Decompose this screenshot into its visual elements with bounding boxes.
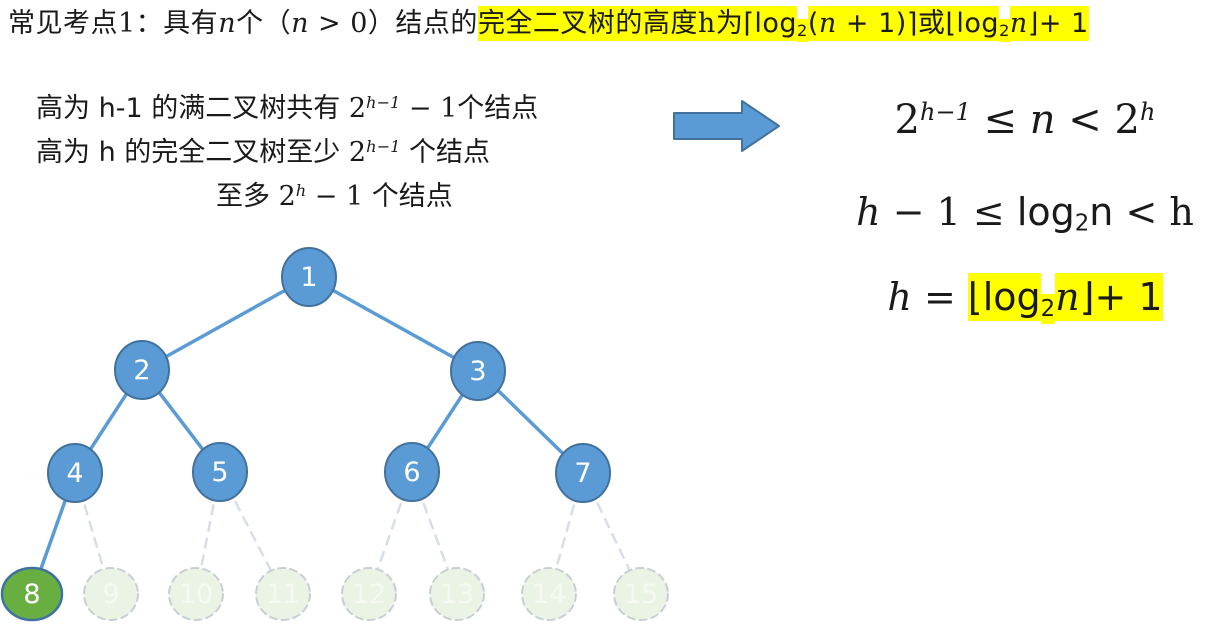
svg-text:9: 9 [102,579,119,610]
svg-text:8: 8 [23,579,40,610]
svg-text:5: 5 [211,457,228,488]
tree-node-15: 15 [613,567,669,621]
tree-node-11: 11 [255,567,311,621]
tree-node-7: 7 [555,443,611,503]
svg-text:4: 4 [66,458,83,489]
formula-height-result: h = ⌊log2n⌋+ 1 [887,273,1163,324]
tree-edge-1-2 [141,275,310,372]
svg-text:12: 12 [352,579,386,610]
svg-text:6: 6 [403,457,420,488]
arrow-right-icon [672,98,782,154]
headline-exam-point: 常见考点1：具有n个（n > 0）结点的完全二叉树的高度h为⌈log2(n + … [8,6,1089,43]
note-complete-tree-max: 至多 2h − 1 个结点 [216,180,453,212]
svg-text:7: 7 [574,458,591,489]
tree-node-5: 5 [192,442,248,502]
tree-node-8: 8 [0,566,64,622]
tree-node-6: 6 [384,442,440,502]
note-complete-tree-min: 高为 h 的完全二叉树至少 2h−1 个结点 [36,136,490,168]
svg-text:15: 15 [624,579,658,610]
svg-text:10: 10 [179,579,213,610]
svg-text:3: 3 [469,356,486,387]
tree-node-2: 2 [114,340,170,400]
tree-node-9: 9 [83,567,139,621]
tree-node-3: 3 [450,341,506,401]
tree-edge-1-3 [308,275,479,373]
tree-node-13: 13 [429,567,485,621]
tree-node-10: 10 [168,567,224,621]
svg-text:14: 14 [532,579,566,610]
tree-node-4: 4 [47,443,103,503]
svg-text:13: 13 [440,579,474,610]
svg-text:11: 11 [266,579,300,610]
svg-text:1: 1 [300,262,317,293]
formula-node-count-bounds: 2h−1 ≤ n < 2h [894,97,1156,143]
tree-node-14: 14 [521,567,577,621]
note-full-tree-count: 高为 h-1 的满二叉树共有 2h−1 − 1个结点 [36,92,539,124]
formula-log-bounds: h − 1 ≤ log2n < h [856,190,1194,237]
tree-node-1: 1 [281,247,337,307]
tree-node-12: 12 [341,567,397,621]
notes-block: 高为 h-1 的满二叉树共有 2h−1 − 1个结点 高为 h 的完全二叉树至少… [36,84,538,216]
svg-text:2: 2 [133,355,150,386]
